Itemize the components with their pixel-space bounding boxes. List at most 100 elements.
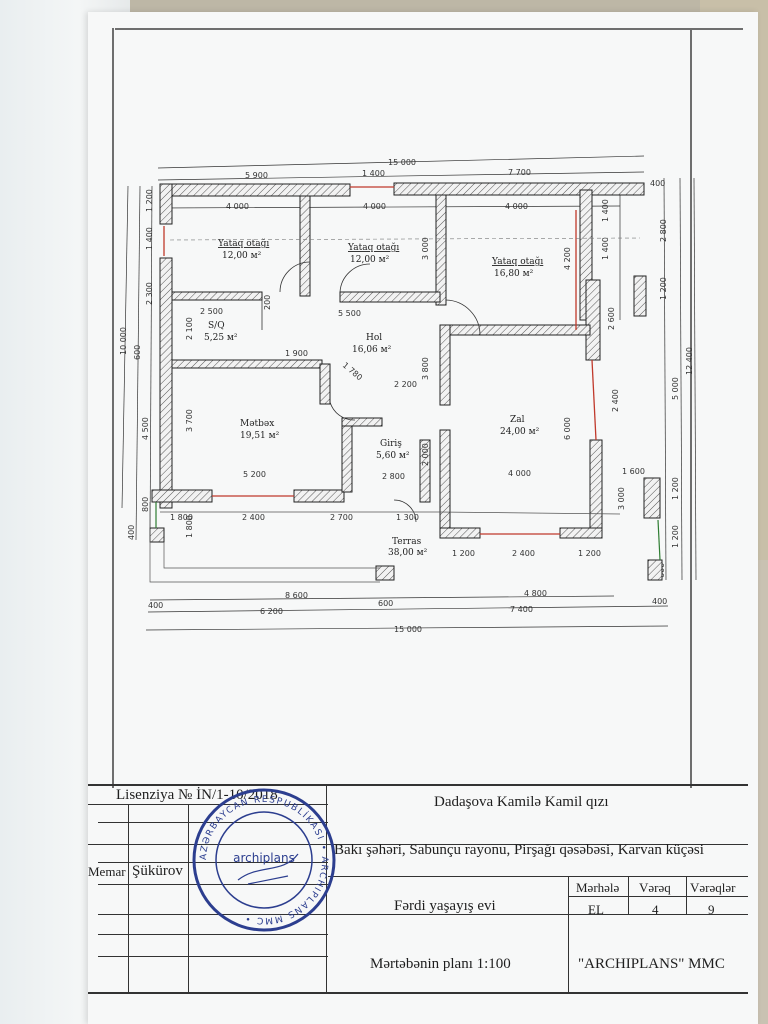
dim-misc-14: 2 000 (421, 443, 430, 466)
room-area-living: 24,00 м² (500, 427, 540, 437)
dim-left-2: 1 200 (145, 189, 154, 212)
room-area-kitchen: 19,51 м² (240, 431, 280, 441)
dim-right-4: 5 000 (671, 377, 680, 400)
dim-misc-15: 6 000 (563, 417, 572, 440)
dim-misc-17: 2 600 (607, 307, 616, 330)
dim-misc-10: 3 800 (421, 357, 430, 380)
company-seal: AZƏRBAYCAN RESPUBLİKASI • ARCHIPLANS MMC… (192, 788, 336, 932)
terrace-outline (149, 502, 621, 583)
stage-label: Mərhələ (576, 880, 620, 895)
room-area-bathroom: 5,25 м² (204, 333, 238, 343)
dim-misc-5: 2 200 (394, 380, 417, 389)
dimension-lines-bottom (145, 595, 669, 631)
dim-top-4: 400 (650, 179, 665, 188)
dim-right-5: 1 200 (671, 477, 680, 500)
sheet-value: 4 (652, 902, 659, 917)
client-name: Dadaşova Kamilə Kamil qızı (434, 794, 609, 810)
architect-label: Memar (88, 864, 126, 879)
room-name-bedroom-2: Yataq otağı (347, 242, 399, 253)
dimension-lines-left (121, 185, 153, 541)
frame-left-line (112, 28, 114, 788)
dim-bottom-inner-3: 2 700 (330, 513, 353, 522)
dim-left-8: 400 (127, 525, 136, 540)
dim-misc-11: 3 000 (421, 237, 430, 260)
dim-right-9: 1 400 (601, 237, 610, 260)
dim-misc-7: 2 800 (382, 472, 405, 481)
dim-bottom-inner-4: 1 300 (396, 513, 419, 522)
tb-line-r5 (328, 876, 748, 877)
dim-left-4: 2 300 (145, 282, 154, 305)
dim-misc-12: 2 100 (185, 317, 194, 340)
dim-misc-20: 200 (263, 295, 272, 310)
dim-bottom-7: 7 400 (510, 605, 533, 614)
project-name: Fərdi yaşayış evi (394, 898, 496, 914)
dim-top-total: 15 000 (388, 158, 416, 167)
title-block: Lisenziya № İN/1-10/2018 Dadaşova Kamilə… (88, 784, 748, 996)
room-name-terrace: Terras (392, 537, 422, 547)
dim-bottom-inner-2: 2 400 (242, 513, 265, 522)
walls (149, 182, 663, 581)
room-area-bedroom-2: 12,00 м² (350, 255, 390, 265)
company-name: "ARCHIPLANS" MMC (578, 956, 725, 972)
dim-left-1: 10 000 (119, 327, 128, 355)
dim-bottom-inner-1: 1 800 (170, 513, 193, 522)
project-address: Bakı şəhəri, Sabunçu rayonu, Pirşağı qəs… (334, 842, 704, 858)
license-number: Lisenziya № İN/1-10/2018 (116, 787, 278, 803)
tb-line-bottom (88, 992, 748, 994)
tb-col-5 (628, 876, 629, 914)
tb-col-2 (188, 804, 189, 992)
room-name-entrance: Giriş (380, 439, 402, 449)
tb-line-r6 (98, 884, 328, 885)
dim-left-6: 4 500 (141, 417, 150, 440)
dim-misc-18: 2 400 (611, 389, 620, 412)
signature-scribble (237, 853, 299, 885)
dim-right-8: 1 400 (601, 199, 610, 222)
dim-misc-16: 4 200 (563, 247, 572, 270)
dim-bottom-2: 4 800 (524, 589, 547, 598)
dim-bottom-1: 8 600 (285, 591, 308, 600)
tb-line-r10 (98, 956, 328, 957)
dim-right-3: 1 200 (659, 277, 668, 300)
room-name-hall: Hol (366, 333, 382, 343)
tb-col-3 (326, 784, 327, 992)
dim-misc-9: 1 600 (622, 467, 645, 476)
dim-bottom-5: 400 (652, 597, 667, 606)
dim-right-6: 1 200 (671, 525, 680, 548)
dim-misc-19: 1 800 (185, 515, 194, 538)
dimension-lines-right (619, 177, 697, 581)
dim-bottom-6: 6 200 (260, 607, 283, 616)
frame-top-line (115, 28, 743, 30)
room-name-kitchen: Mətbəx (240, 419, 274, 429)
dim-bottom-inner-6: 2 400 (512, 549, 535, 558)
tb-line-top (88, 784, 748, 786)
sheets-label: Vərəqlər (690, 880, 736, 895)
dim-inner-2: 4 000 (363, 202, 386, 211)
dimension-lines-top (157, 155, 645, 209)
tb-line-r8 (98, 914, 748, 915)
frame-right-line (690, 28, 692, 788)
dim-bottom-3: 400 (148, 601, 163, 610)
dim-bottom-inner-7: 1 200 (578, 549, 601, 558)
dim-top-2: 1 400 (362, 169, 385, 178)
section-line (169, 237, 641, 241)
room-area-terrace: 38,00 м² (388, 548, 428, 558)
sheets-value: 9 (708, 902, 715, 917)
dim-left-5: 600 (133, 345, 142, 360)
architect-name: Şükürov (132, 863, 183, 879)
dim-misc-4: 1 780 (341, 361, 364, 383)
dim-left-7: 800 (141, 497, 150, 512)
dim-top-3: 7 700 (508, 168, 531, 177)
room-name-bathroom: S/Q (208, 321, 225, 331)
tb-line-r3 (88, 844, 748, 845)
sheet-label: Vərəq (639, 880, 671, 895)
room-name-bedroom-1: Yataq otağı (217, 238, 269, 249)
sheet-title: Mərtəbənin planı 1:100 (370, 956, 511, 972)
room-area-bedroom-1: 12,00 м² (222, 251, 262, 261)
room-labels: Yataq otağı 12,00 м² Yataq otağı 12,00 м… (204, 238, 543, 558)
room-area-bedroom-3: 16,80 м² (494, 269, 534, 279)
dim-left-3: 1 400 (145, 227, 154, 250)
dim-bottom-inner-5: 1 200 (452, 549, 475, 558)
dim-right-2: 2 800 (659, 219, 668, 242)
dim-misc-3: 1 900 (285, 349, 308, 358)
